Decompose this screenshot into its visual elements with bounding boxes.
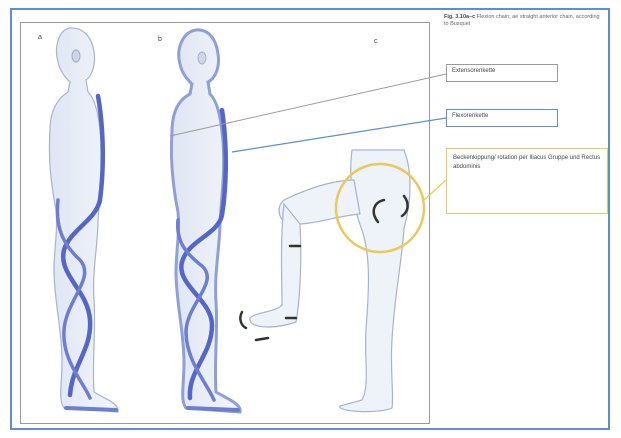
flexor-chain-label: Flexorenkette [446,109,558,127]
foot-arrow [240,312,246,328]
figure-a-ear [72,50,80,62]
extensor-chain-label: Extensorenkette [446,64,558,82]
heel-arrow [256,338,268,340]
flexor-connector [232,118,446,152]
figure-b-ear [198,52,206,64]
figure-caption: Fig. 3.10a–c Flexion chain; ae straight … [444,14,604,28]
figure-c-body [250,150,410,412]
pelvic-tilt-label: Beckenkippung/ rotation per Iliacus Grup… [446,148,608,214]
figure-b-foot-chain [188,408,238,410]
figure-a-foot-chain [66,408,116,410]
pelvis-connector [424,180,446,200]
figure-c-lower-leg [250,204,301,327]
caption-lead: Fig. 3.10a–c [444,14,475,20]
